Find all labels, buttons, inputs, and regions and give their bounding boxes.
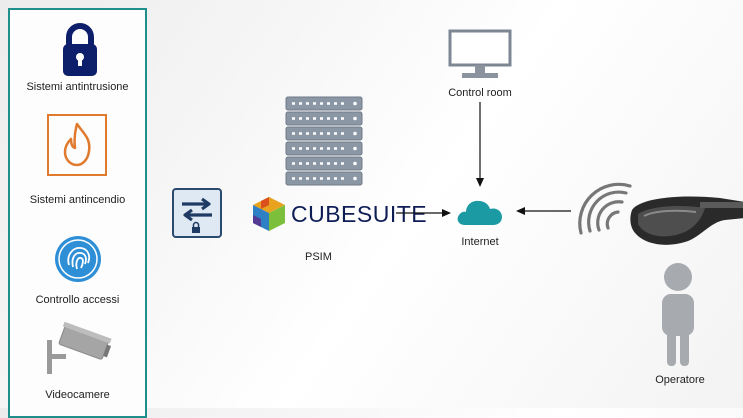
label-intrusion: Sistemi antintrusione [26, 81, 129, 93]
cloud-icon [457, 200, 502, 225]
padlock-icon [63, 23, 97, 76]
arrow-control-to-internet [476, 102, 484, 187]
cubesuite-logo-icon [253, 197, 285, 231]
label-access: Controllo accessi [35, 294, 120, 306]
wireless-signal-icon [578, 182, 632, 235]
psim-label: PSIM [305, 251, 332, 263]
fingerprint-badge-icon [55, 236, 101, 282]
monitor-icon [448, 29, 512, 78]
label-cameras: Videocamere [45, 389, 110, 401]
arrow-psim-to-internet [396, 209, 451, 217]
label-fire: Sistemi antincendio [29, 194, 126, 206]
arrow-operator-to-internet [516, 207, 571, 215]
operator-label: Operatore [655, 374, 705, 386]
network-switch-icon [172, 188, 222, 238]
server-stack-icon [285, 96, 363, 186]
internet-label: Internet [461, 236, 499, 248]
operator-person-icon [662, 263, 694, 366]
ar-headset-icon [630, 196, 743, 245]
control-room-label: Control room [448, 87, 512, 99]
fire-icon [47, 114, 107, 176]
security-camera-icon [47, 321, 112, 374]
cubesuite-brand: CUBESUITE [291, 201, 428, 227]
